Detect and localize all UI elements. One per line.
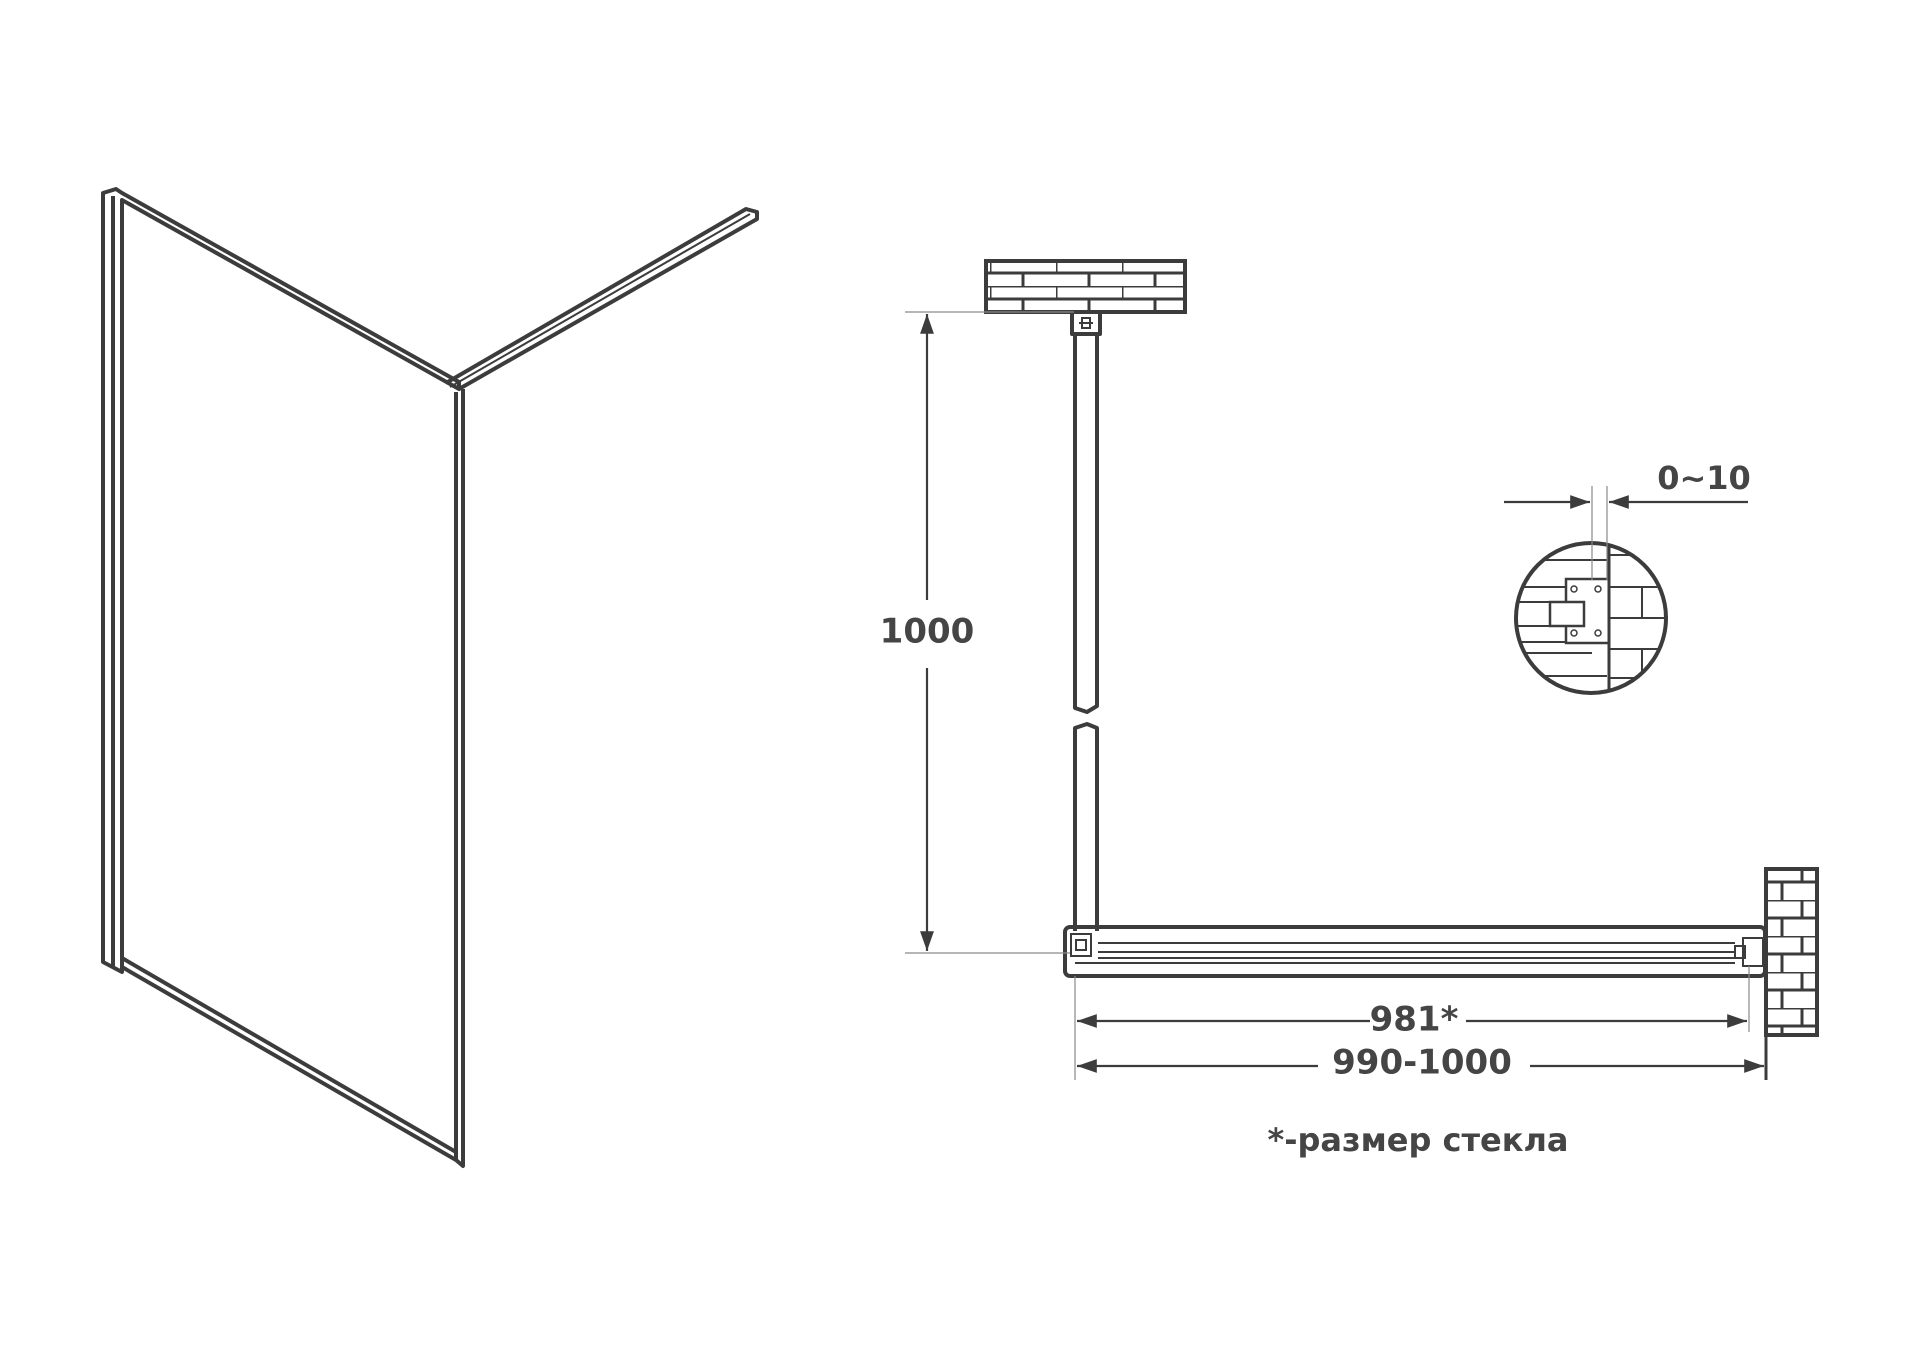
installation-width-label: 990-1000	[1332, 1043, 1512, 1083]
glass-size-footnote: *-размер стекла	[1268, 1121, 1569, 1159]
glass-width-label: 981*	[1370, 1000, 1459, 1040]
side-glass-upper	[1073, 334, 1099, 714]
wall-gap-detail: 0~10	[1504, 459, 1751, 695]
top-wall-brick	[984, 259, 1187, 314]
isometric-panel-view	[101, 187, 759, 1168]
side-glass-lower	[1073, 722, 1099, 931]
top-wall-bracket	[1070, 310, 1102, 336]
plan-view: 1000 981* 990-1000 *-размер стекла	[880, 259, 1819, 1159]
wall-gap-label: 0~10	[1657, 459, 1751, 497]
right-wall-brick	[1764, 867, 1819, 1037]
depth-dimension-label: 1000	[880, 612, 975, 652]
